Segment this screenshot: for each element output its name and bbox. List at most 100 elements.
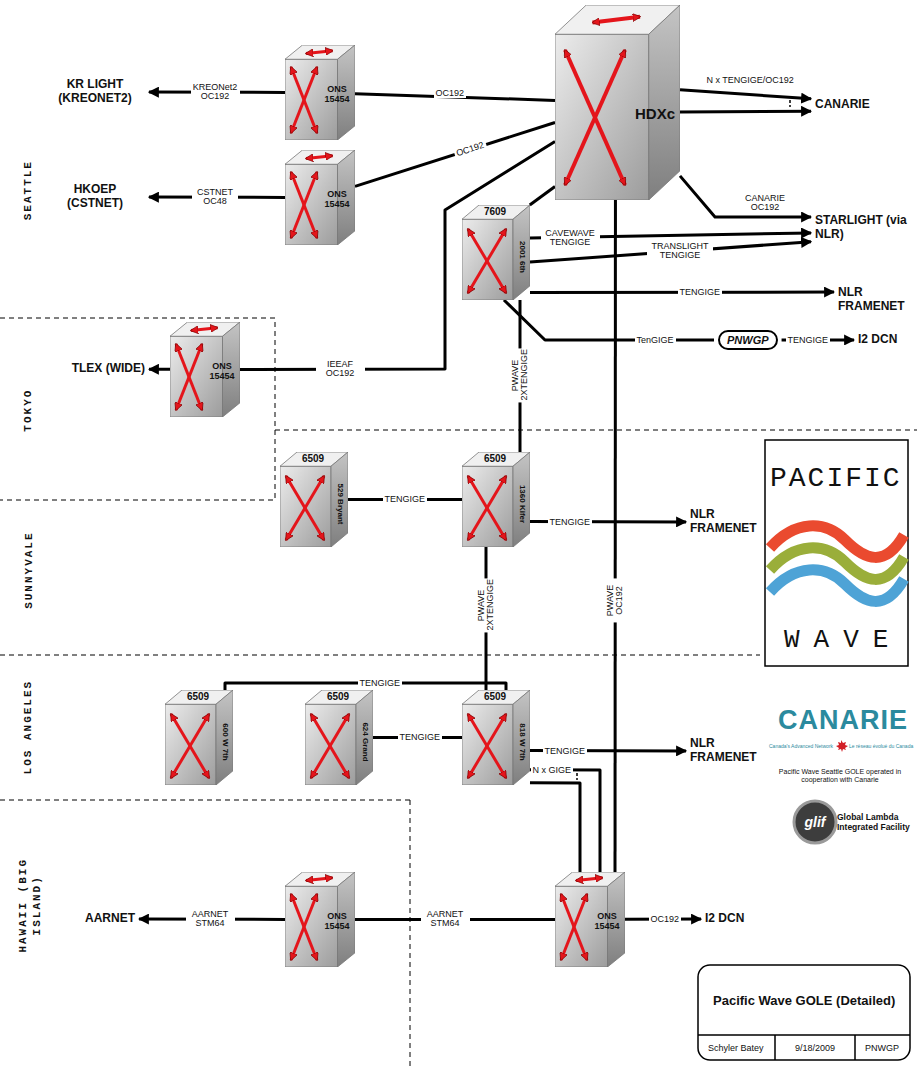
node-address: 624 Grand xyxy=(359,707,371,777)
network-endpoint: I2 DCN xyxy=(705,912,744,926)
network-endpoint: TLEX (WIDE) xyxy=(72,362,145,376)
router-switch: 6509818 W 7th xyxy=(462,690,530,785)
region-label: HAWAII (BIG ISLAND) xyxy=(16,850,45,960)
network-endpoint: I2 DCN xyxy=(858,333,897,347)
switch-arrow xyxy=(291,67,317,133)
link-label: TENGIGE xyxy=(678,288,723,297)
link-line xyxy=(530,770,600,872)
optical-switch: ONS 15454 xyxy=(285,150,355,245)
link-label: IEEAF OC192 xyxy=(316,360,365,379)
node-name: ONS 15454 xyxy=(320,85,354,105)
node-name: HKOEP (CSTNET) xyxy=(45,183,145,211)
link-line xyxy=(355,122,555,186)
switch-arrow xyxy=(468,714,506,778)
node-name: 6509 xyxy=(315,690,361,704)
region-label: SUNNYVALE xyxy=(21,531,35,608)
link-line xyxy=(530,186,555,205)
switch-icon xyxy=(555,5,680,200)
logo-subtitle: Global Lambda Integrated Facility xyxy=(837,812,915,832)
link-label: TENGIGE xyxy=(398,733,443,742)
link-label: OC192 xyxy=(453,140,487,159)
link-label: TENGIGE xyxy=(383,495,428,504)
link-line xyxy=(680,176,811,217)
switch-arrow xyxy=(291,172,317,238)
link-line xyxy=(149,368,170,371)
link-label: CANARIE OC192 xyxy=(741,194,790,213)
link-label: AARNET STM64 xyxy=(186,910,235,929)
link-line xyxy=(530,783,580,872)
node-address: 600 W 7th xyxy=(219,707,231,777)
link-label: OC192 xyxy=(649,915,682,924)
link-label: PWAVE 2XTENGIGE xyxy=(511,348,530,402)
optical-switch: ONS 15454 xyxy=(555,872,625,967)
switch-arrow xyxy=(468,714,506,778)
link-label: TENGIGE xyxy=(786,336,831,345)
maple-leaf xyxy=(836,740,848,752)
node-name: STARLIGHT (via NLR) xyxy=(815,214,910,242)
node-name: NLR FRAMENET xyxy=(690,737,765,765)
logo-subtitle: Le réseau évolué du Canada xyxy=(849,743,913,749)
switch-arrow xyxy=(565,50,625,185)
node-name: CANARIE xyxy=(815,98,870,112)
network-endpoint: CANARIE xyxy=(815,98,870,112)
optical-switch: ONS 15454 xyxy=(285,872,355,967)
switch-arrow xyxy=(576,878,603,881)
node-address: 2001 6th xyxy=(516,222,528,292)
node-name: I2 DCN xyxy=(705,912,744,926)
logo-text: glif xyxy=(805,814,826,830)
link-line xyxy=(614,200,617,872)
network-endpoint: HKOEP (CSTNET) xyxy=(45,183,145,211)
node-name: ONS 15454 xyxy=(320,912,354,932)
switch-arrow xyxy=(311,714,349,778)
node-name: 6509 xyxy=(175,690,221,704)
node-name: 7609 xyxy=(472,205,518,219)
switch-arrow xyxy=(468,476,506,540)
node-name: ONS 15454 xyxy=(205,362,239,382)
node-name: ONS 15454 xyxy=(590,912,624,932)
switch-arrow xyxy=(311,714,349,778)
switch-arrow xyxy=(561,894,587,960)
router-switch: 6509529 Bryant xyxy=(280,452,348,547)
link-label: N x GIGE xyxy=(531,766,574,775)
switch-arrow xyxy=(286,476,324,540)
switch-arrow xyxy=(291,894,317,960)
switch-arrow xyxy=(306,156,333,159)
router-switch: 6509 624 Grand xyxy=(305,690,373,785)
region-label: LOS ANGELES xyxy=(21,680,35,775)
switch-arrow xyxy=(176,344,202,410)
node-name: ONS 15454 xyxy=(320,190,354,210)
node-address: 818 W 7th xyxy=(516,707,528,777)
diagram-title: Pacific Wave GOLE (Detailed) xyxy=(713,993,895,1008)
switch-arrow xyxy=(191,328,218,331)
switch-arrow xyxy=(468,476,506,540)
network-endpoint: AARNET xyxy=(85,912,135,926)
switch-arrow xyxy=(291,172,317,238)
switch-arrow xyxy=(561,894,587,960)
switch-arrow xyxy=(291,894,317,960)
note-text: Pacific Wave Seattle GOLE operated in co… xyxy=(765,768,915,785)
node-address: 529 Bryant xyxy=(334,469,346,539)
logo-subtitle: Canada's Advanced Network xyxy=(769,743,833,749)
bundle-mark xyxy=(577,100,790,780)
router-switch: 7609 2001 6th xyxy=(462,205,530,300)
link-line xyxy=(504,300,714,340)
link-label: AARNET STM64 xyxy=(421,910,470,929)
optical-switch: ONS 15454 xyxy=(285,45,355,140)
link-label: PWAVE 2XTENGIGE xyxy=(477,578,496,632)
node-name: PNWGP xyxy=(727,334,769,346)
node-name: NLR FRAMENET xyxy=(838,286,913,314)
link-label: CAVEWAVE TENGIGE xyxy=(541,229,600,248)
link-label: CSTNET OC48 xyxy=(192,188,238,207)
switch-arrow xyxy=(286,476,324,540)
switch-arrow xyxy=(171,714,209,778)
router-switch: 65091360 Kifer xyxy=(462,452,530,547)
logo-text: CANARIE xyxy=(778,705,908,736)
table-cell: 9/18/2009 xyxy=(795,1043,835,1053)
link-label: TENGIGE xyxy=(358,679,403,688)
network-endpoint: NLR FRAMENET xyxy=(690,508,765,536)
region-divider xyxy=(0,318,917,1066)
node-name: 6509 xyxy=(472,452,518,466)
pacific-wave-logo xyxy=(765,440,908,666)
crossconnect-switch: HDXc xyxy=(555,5,680,200)
